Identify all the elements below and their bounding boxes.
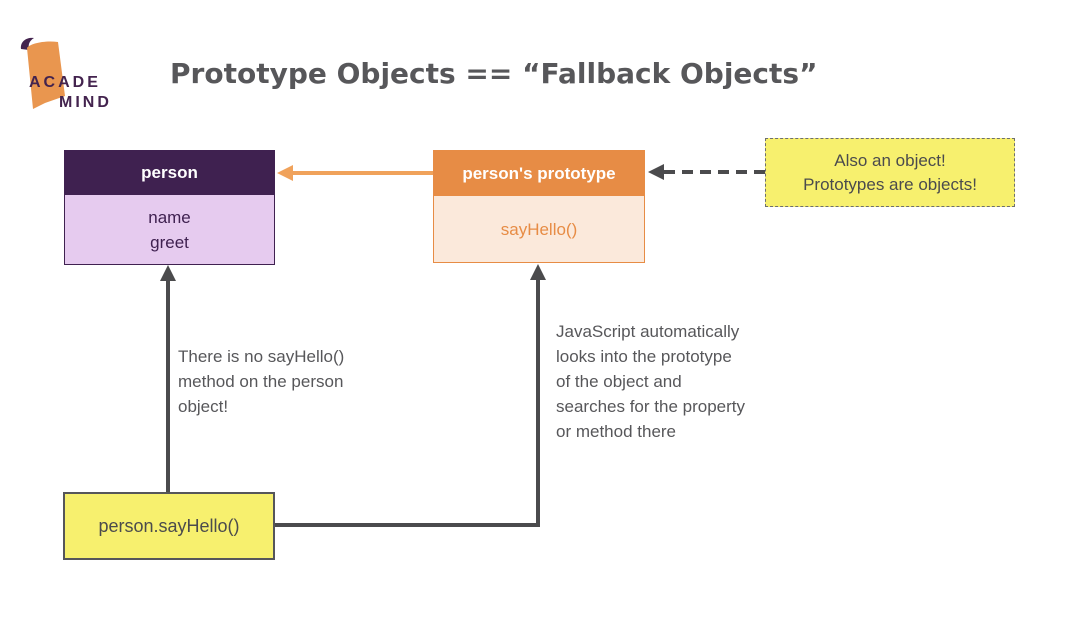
person-member-name: name bbox=[148, 207, 191, 227]
page-title: Prototype Objects == “Fallback Objects” bbox=[170, 57, 818, 90]
logo-text-acade: ACADE bbox=[29, 74, 101, 91]
person-box: person name greet bbox=[64, 150, 275, 265]
arrowhead-up-right bbox=[530, 264, 546, 280]
prototype-to-person-arrow bbox=[277, 165, 433, 181]
logo-curl bbox=[20, 37, 34, 50]
logo-ribbon bbox=[27, 41, 65, 109]
annotation-no-sayhello: There is no sayHello() method on the per… bbox=[178, 347, 345, 416]
academind-logo: ACADE MIND bbox=[20, 36, 140, 116]
annotation-prototype-lookup: JavaScript automatically looks into the … bbox=[556, 322, 745, 441]
person-box-body: name greet bbox=[65, 195, 274, 264]
prototype-box-body: sayHello() bbox=[434, 196, 644, 262]
prototype-member-sayhello: sayHello() bbox=[500, 219, 578, 239]
logo-text-mind: MIND bbox=[59, 94, 112, 111]
note-to-prototype-dashed-arrow bbox=[648, 164, 765, 180]
call-to-person-arrow bbox=[160, 265, 176, 492]
arrowhead-up-left bbox=[160, 265, 176, 281]
prototype-box-header: person's prototype bbox=[434, 151, 644, 196]
prototype-box: person's prototype sayHello() bbox=[433, 150, 645, 263]
person-member-greet: greet bbox=[150, 232, 189, 252]
person-box-header: person bbox=[65, 151, 274, 195]
call-box: person.sayHello() bbox=[63, 492, 275, 560]
arrowhead-left-orange bbox=[277, 165, 293, 181]
academind-logo-icon bbox=[20, 37, 65, 109]
arrowhead-left-gray bbox=[648, 164, 664, 180]
note-box: Also an object! Prototypes are objects! bbox=[765, 138, 1015, 207]
